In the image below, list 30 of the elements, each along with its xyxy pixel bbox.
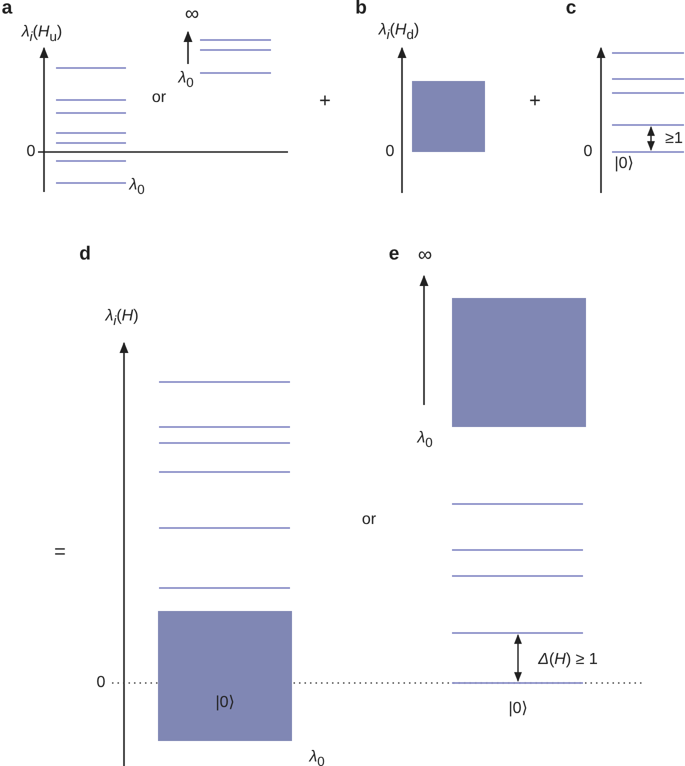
infinity-symbol: ∞: [184, 4, 200, 24]
lambda-label: λ$_{0}$: [417, 430, 433, 450]
axis-label: λ$_{i}$(H$_{d}$): [378, 22, 420, 42]
gap-label: Δ(H) ≥ 1: [538, 652, 598, 668]
tick-label: 0: [96, 675, 106, 691]
plus-sign: +: [529, 91, 541, 111]
equals-sign: =: [54, 542, 66, 562]
continuum-block: [452, 298, 586, 427]
state-label: |0⟩: [614, 156, 634, 172]
lambda-label: λ$_{0}$: [129, 178, 145, 196]
conjunction-text: or: [362, 512, 376, 528]
panel-letter: e: [388, 244, 400, 264]
panel-letter: c: [566, 0, 576, 18]
tick-label: 0: [584, 144, 592, 160]
infinity-symbol: ∞: [418, 245, 432, 265]
panel-letter: a: [2, 0, 12, 18]
panel-letter: b: [355, 0, 367, 18]
axis-label: λ$_{i}$(H$_{u}$): [22, 24, 62, 44]
continuum-block: [412, 81, 485, 152]
lambda-label: λ$_{0}$: [178, 70, 194, 90]
axis-label: λ$_{i}$(H): [105, 308, 139, 328]
conjunction-text: or: [152, 90, 166, 106]
state-label: |0⟩: [215, 693, 235, 712]
tick-label: 0: [386, 144, 394, 160]
tick-label: 0: [26, 144, 36, 160]
state-label: |0⟩: [508, 701, 528, 717]
gap-label: ≥1: [665, 131, 683, 147]
panel-letter: d: [79, 244, 91, 264]
continuum-block: [158, 611, 292, 741]
plus-sign: +: [319, 91, 331, 111]
